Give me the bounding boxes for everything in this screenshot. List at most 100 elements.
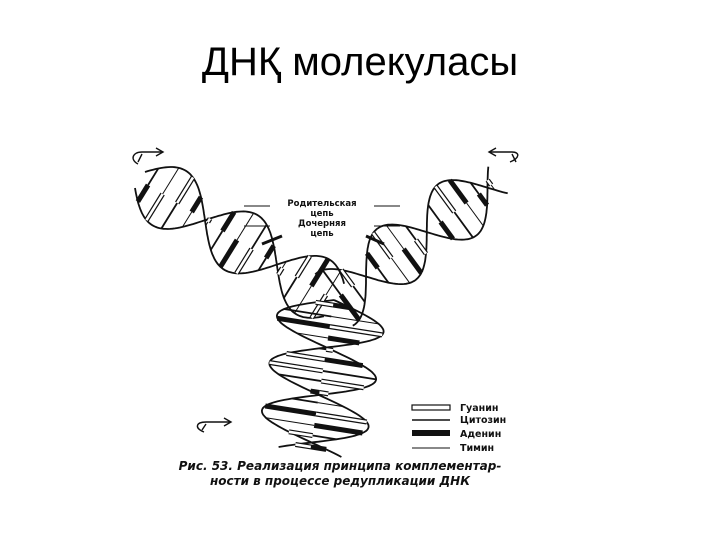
base-pair-rung bbox=[206, 217, 212, 223]
legend-item-guanine: Гуанин bbox=[411, 403, 498, 414]
base-pair-rung bbox=[329, 325, 383, 337]
base-pair-rung bbox=[490, 184, 496, 191]
base-pair-rung bbox=[145, 193, 164, 221]
helix-strand bbox=[314, 179, 508, 285]
helix-strands bbox=[134, 166, 508, 458]
base-pair-rung bbox=[310, 388, 320, 395]
base-pair-rung bbox=[182, 211, 193, 228]
base-pair-rung bbox=[205, 221, 209, 226]
base-pair-rung bbox=[281, 261, 287, 269]
base-pair-rung bbox=[447, 178, 469, 205]
base-pair-rung bbox=[312, 434, 337, 441]
legend-label: Тимин bbox=[460, 443, 494, 454]
base-pair-rung bbox=[327, 335, 360, 346]
base-pair-rung bbox=[269, 361, 324, 373]
base-pair-rung bbox=[364, 251, 380, 270]
helix-strand bbox=[260, 299, 378, 458]
slide-title: ДНҚ молекуласы bbox=[201, 40, 519, 84]
base-pair-rung bbox=[385, 224, 405, 250]
legend-label: Гуанин bbox=[460, 403, 498, 414]
base-pair-rung bbox=[236, 212, 255, 241]
legend-label: Цитозин bbox=[460, 415, 506, 426]
base-pair-rung bbox=[476, 192, 490, 207]
base-pair-rung bbox=[176, 176, 195, 204]
base-pair-rung bbox=[296, 332, 329, 339]
base-pair-rung bbox=[315, 301, 334, 307]
base-pair-rung bbox=[189, 195, 204, 214]
base-pair-rung bbox=[352, 285, 366, 303]
legend-item-cytosine: Цитозин bbox=[412, 415, 506, 426]
base-pair-rung bbox=[218, 238, 240, 269]
legend-label: Аденин bbox=[460, 429, 501, 440]
base-pair-rung bbox=[322, 370, 377, 381]
base-pair-rungs bbox=[135, 167, 496, 452]
figure-caption-line1: Рис. 53. Реализация принципа комплемента… bbox=[179, 459, 502, 473]
figure-caption-line2: ности в процессе редупликации ДНК bbox=[210, 474, 471, 488]
base-pair-rung bbox=[295, 443, 312, 449]
base-pair-rung bbox=[278, 373, 322, 382]
base-pair-rung bbox=[235, 248, 253, 275]
legend-item-thymine: Тимин bbox=[412, 443, 494, 454]
base-pair-rung bbox=[469, 182, 480, 195]
parent-strand-label-line1: Родительская bbox=[287, 199, 356, 209]
legend-item-adenine: Аденин bbox=[412, 429, 501, 440]
base-pair-rung bbox=[135, 183, 151, 203]
base-pair-rung bbox=[313, 422, 363, 436]
base-pair-rung bbox=[427, 204, 442, 223]
base-pair-rung bbox=[257, 257, 267, 271]
daughter-strand-label-line1: Дочерняя bbox=[298, 219, 346, 229]
base-pair-rung bbox=[220, 210, 237, 233]
base-pair-rung bbox=[291, 397, 318, 404]
base-pair-rung bbox=[377, 267, 390, 284]
base-pair-rung bbox=[405, 225, 417, 241]
base-pair-rung bbox=[264, 403, 317, 417]
base-pair-rung bbox=[372, 232, 393, 259]
base-pair-rung bbox=[265, 417, 315, 426]
base-pair-rung bbox=[390, 257, 411, 284]
parent-strand-label-line2: цепь bbox=[310, 209, 333, 219]
base-pair-rung bbox=[321, 269, 342, 296]
base-pair-rung bbox=[162, 167, 180, 195]
base-pair-rung bbox=[294, 285, 312, 314]
helix-strand bbox=[352, 166, 490, 327]
base-pair-rung bbox=[147, 167, 160, 186]
dna-replication-diagram: Родительская цепь Дочерняя цепь Гуанин Ц… bbox=[120, 140, 560, 500]
base-pair-rung bbox=[324, 357, 364, 369]
base-pair-rung bbox=[250, 224, 268, 250]
daughter-strand-label-line2: цепь bbox=[310, 229, 333, 239]
base-pair-rung bbox=[414, 239, 428, 255]
base-pair-rung bbox=[210, 230, 224, 251]
base-pair-rung bbox=[277, 315, 331, 330]
base-pair-rung bbox=[309, 257, 331, 288]
rotation-arrow-icon-right-top bbox=[487, 147, 519, 163]
dna-diagram-svg: Родительская цепь Дочерняя цепь Гуанин Ц… bbox=[132, 147, 519, 488]
base-pair-rung bbox=[434, 185, 456, 213]
base-pair-rung bbox=[315, 412, 367, 424]
base-pair-rung bbox=[401, 247, 424, 275]
base-pair-rung bbox=[283, 308, 332, 318]
base-pair-rung bbox=[325, 348, 334, 352]
base-pair-rung bbox=[288, 430, 313, 437]
rotation-arrow-icon-left-top bbox=[132, 147, 165, 165]
base-pair-rung bbox=[319, 391, 329, 396]
base-pair-rung bbox=[317, 402, 344, 408]
base-pair-rung bbox=[320, 379, 364, 390]
base-pair-rung bbox=[160, 202, 178, 229]
strand-labels: Родительская цепь Дочерняя цепь bbox=[244, 199, 400, 246]
base-pair-rung bbox=[310, 444, 327, 452]
base-pair-rung bbox=[295, 255, 311, 278]
rotation-arrow-icon-left-bottom bbox=[196, 417, 233, 433]
base-pair-rung bbox=[453, 211, 474, 239]
base-pair-rung bbox=[319, 347, 327, 351]
base-pair-rung bbox=[438, 220, 455, 241]
base-pair-rung bbox=[331, 315, 379, 325]
base-pair-rung bbox=[277, 267, 284, 276]
base-pair-rung bbox=[332, 302, 352, 311]
base-legend: Гуанин Цитозин Аденин Тимин bbox=[411, 403, 506, 454]
base-pair-rung bbox=[286, 352, 325, 361]
base-pair-rung bbox=[486, 179, 493, 186]
base-pair-rung bbox=[340, 269, 355, 287]
base-pair-rung bbox=[283, 276, 298, 299]
base-pair-rung bbox=[263, 244, 276, 260]
base-pair-rung bbox=[466, 202, 484, 227]
